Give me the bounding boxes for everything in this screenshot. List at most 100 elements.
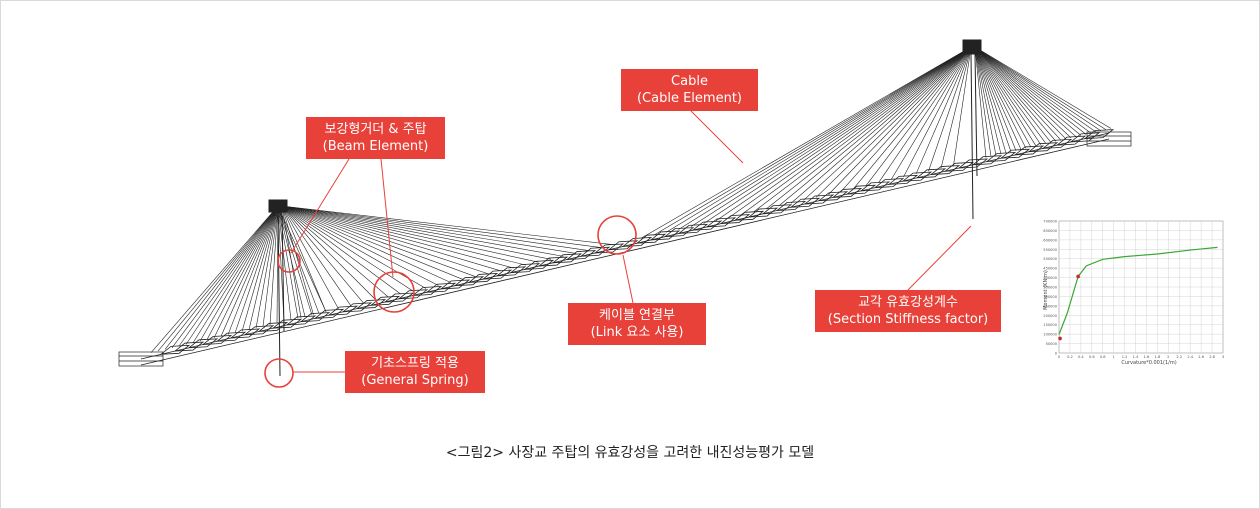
- deck-segment: [915, 168, 947, 179]
- inset-xtick: 1.4: [1133, 355, 1139, 359]
- cable-line: [740, 46, 972, 216]
- inset-xtick: 1.8: [1155, 355, 1161, 359]
- callout-cable-line1: Cable: [671, 74, 708, 89]
- inset-xtick: 0.6: [1089, 355, 1095, 359]
- deck-segment: [173, 341, 205, 352]
- cable-line: [185, 205, 279, 345]
- deck-segment: [355, 299, 387, 310]
- inset-xtick: 1: [1113, 355, 1115, 359]
- inset-xtick: 1.2: [1122, 355, 1128, 359]
- deck-segment: [327, 305, 359, 316]
- cable-line: [974, 46, 1082, 136]
- cable-line: [262, 205, 279, 327]
- cable-line: [640, 46, 972, 239]
- cable-line: [974, 46, 987, 158]
- callout-beam-line1: 보강형거더 & 주탑: [324, 122, 427, 137]
- deck-segment: [761, 204, 793, 215]
- deck-segment: [369, 295, 401, 306]
- deck-segment: [733, 210, 765, 221]
- cable-line: [192, 205, 279, 344]
- deck-segment: [859, 181, 891, 192]
- inset-xtick: 0.8: [1100, 355, 1106, 359]
- cable-line: [178, 205, 279, 347]
- deck-segment: [187, 338, 219, 349]
- cable-line: [281, 205, 439, 286]
- cable-line: [277, 205, 313, 316]
- cable-line: [940, 46, 972, 169]
- inset-xtick: 2: [1167, 355, 1169, 359]
- pylon-left-top: [268, 199, 288, 213]
- cable-line: [974, 46, 1067, 140]
- deck-segment: [397, 289, 429, 300]
- pylon-right-top: [962, 39, 982, 55]
- deck-segment: [551, 253, 583, 264]
- cable-line: [281, 205, 414, 292]
- cable-line: [974, 46, 1102, 132]
- callout-section-line1: 교각 유효강성계수: [858, 295, 958, 310]
- cable-line: [157, 205, 279, 352]
- circle-beam-pylon: [277, 249, 301, 273]
- cable-line: [281, 205, 427, 289]
- cable-line: [974, 46, 997, 156]
- callout-general-spring: 기초스프링 적용 (General Spring): [345, 351, 485, 393]
- deck-segment: [537, 256, 569, 267]
- cable-line: [281, 205, 589, 251]
- deck-segment: [971, 155, 1003, 166]
- inset-marker: [1076, 274, 1080, 279]
- inset-marker: [1058, 336, 1062, 341]
- deck-segment: [159, 344, 191, 355]
- inset-xtick: 0: [1058, 355, 1061, 359]
- deck-segment: [495, 266, 527, 277]
- inset-xtick: 0.2: [1067, 355, 1073, 359]
- cable-line: [281, 205, 552, 260]
- cable-elements: [150, 46, 1112, 353]
- deck-segment: [719, 214, 751, 225]
- cable-line: [778, 46, 972, 207]
- cable-line: [281, 205, 539, 263]
- deck-segment: [1055, 135, 1087, 146]
- cable-line: [974, 46, 1042, 146]
- deck-segment: [1083, 129, 1115, 140]
- cable-line: [665, 46, 972, 233]
- callout-spring-line2: (General Spring): [361, 373, 469, 388]
- deck-segment: [1069, 132, 1101, 143]
- cable-line: [678, 46, 972, 230]
- cable-line: [815, 46, 972, 198]
- cable-line: [150, 205, 279, 353]
- inset-ytick: 600000: [1043, 238, 1057, 242]
- cable-line: [171, 205, 279, 348]
- inset-ytick: 200000: [1043, 314, 1057, 318]
- circle-spring: [264, 358, 294, 388]
- deck-segment: [649, 230, 681, 241]
- deck-segment: [929, 165, 961, 176]
- deck-segment: [1041, 138, 1073, 149]
- cable-line: [269, 205, 279, 325]
- deck-segment: [341, 302, 373, 313]
- deck-segment: [873, 178, 905, 189]
- cable-line: [974, 46, 1007, 154]
- cable-line: [974, 46, 1107, 130]
- cable-line: [281, 205, 452, 283]
- inset-ytick: 450000: [1043, 267, 1057, 271]
- pylon-left: [268, 199, 288, 377]
- deck-segment: [299, 312, 331, 323]
- callout-beam-element: 보강형거더 & 주탑 (Beam Element): [306, 117, 445, 159]
- cable-line: [974, 46, 1062, 141]
- deck-segment: [523, 259, 555, 270]
- inset-ytick: 400000: [1043, 276, 1057, 280]
- deck-segment: [509, 263, 541, 274]
- cable-line: [703, 46, 972, 224]
- cable-line: [974, 46, 1032, 148]
- cable-line: [974, 46, 1087, 135]
- cable-line: [281, 205, 577, 254]
- deck-segment: [257, 321, 289, 332]
- cable-line: [803, 46, 972, 201]
- deck-segment: [467, 272, 499, 283]
- callout-spring-line1: 기초스프링 적용: [371, 356, 459, 371]
- cable-line: [974, 46, 1012, 152]
- cable-line: [255, 205, 279, 329]
- cable-line: [974, 46, 1092, 134]
- deck-segment: [887, 174, 919, 185]
- deck-segment: [383, 292, 415, 303]
- circle-link: [597, 215, 637, 255]
